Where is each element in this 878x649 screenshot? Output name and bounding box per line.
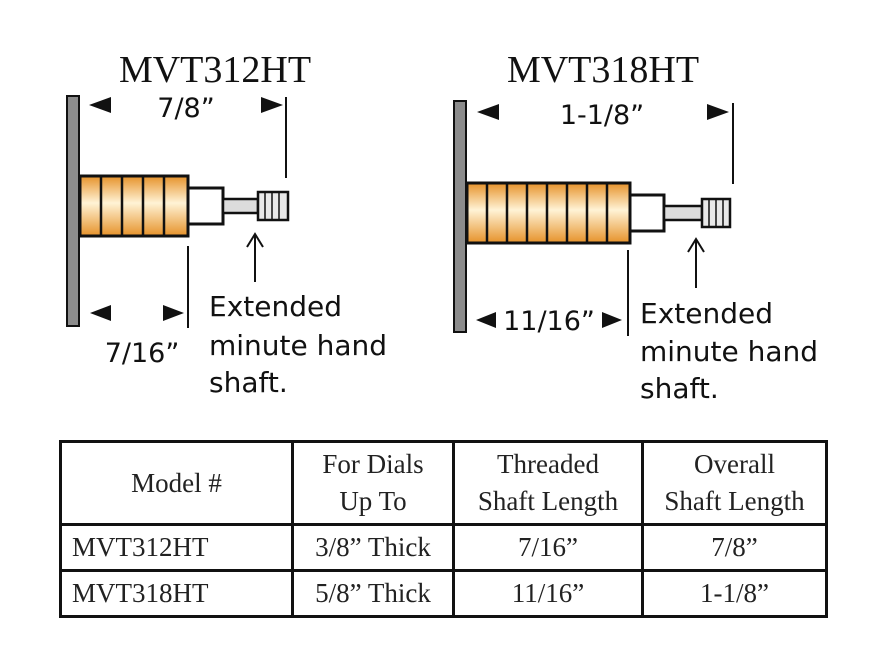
arrow-left-icon	[90, 305, 111, 321]
arrow-right-icon	[707, 104, 729, 120]
header-threaded-length: Threaded Shaft Length	[452, 440, 644, 526]
arrow-left-icon	[477, 104, 499, 120]
callout-line-1: Extended	[209, 290, 342, 323]
arrow-left-icon	[476, 312, 496, 328]
header-text: For Dials	[322, 449, 424, 479]
hour-hand-sleeve	[186, 186, 225, 226]
knurled-tip	[700, 197, 732, 229]
header-text: Model #	[131, 467, 222, 498]
threaded-shaft	[465, 181, 632, 245]
header-dial-thickness: For Dials Up To	[291, 440, 455, 526]
cell-threaded-length: 7/16”	[452, 523, 644, 572]
header-text: Overall	[694, 449, 775, 479]
arrow-right-icon	[163, 305, 184, 321]
overall-length-label: 7/8”	[157, 93, 214, 124]
extended-shaft-callout: Extended minute hand shaft.	[640, 237, 818, 405]
arrow-up-icon	[246, 232, 264, 248]
overall-length-dimension: 7/8”	[89, 93, 287, 178]
threaded-length-label: 11/16”	[503, 306, 595, 337]
minute-shaft	[662, 204, 704, 222]
cell-overall-length: 7/8”	[641, 523, 828, 572]
table-row: MVT318HT 5/8” Thick 11/16” 1-1/8”	[59, 569, 828, 618]
diagram-mvt318ht: MVT318HT 1-1/8”	[453, 49, 818, 405]
cell-threaded-length: 11/16”	[452, 569, 644, 618]
dial-plate	[453, 100, 467, 333]
movement-diagrams: MVT312HT 7/8”	[66, 49, 818, 405]
callout-line-1: Extended	[640, 297, 773, 330]
header-model: Model #	[59, 440, 294, 526]
dial-plate	[66, 95, 80, 327]
spec-table: Model # For Dials Up To Threaded Shaft L…	[59, 440, 828, 618]
threaded-shaft	[78, 174, 190, 238]
cell-dial-thickness: 5/8” Thick	[291, 569, 455, 618]
header-text: Up To	[339, 486, 407, 516]
minute-shaft	[221, 197, 260, 215]
callout-line-2: minute hand	[640, 335, 818, 368]
header-text: Shaft Length	[664, 486, 805, 516]
hour-hand-sleeve	[628, 193, 666, 233]
header-overall-length: Overall Shaft Length	[641, 440, 828, 526]
cell-model: MVT312HT	[59, 523, 294, 572]
arrow-left-icon	[89, 97, 111, 113]
diagram-title: MVT312HT	[119, 49, 311, 91]
diagram-mvt312ht: MVT312HT 7/8”	[66, 49, 387, 399]
overall-length-dimension: 1-1/8”	[477, 100, 734, 184]
cell-overall-length: 1-1/8”	[641, 569, 828, 618]
cell-model: MVT318HT	[59, 569, 294, 618]
table-header-row: Model # For Dials Up To Threaded Shaft L…	[59, 440, 828, 526]
header-text: Shaft Length	[477, 486, 619, 516]
callout-line-2: minute hand	[209, 329, 387, 362]
cell-dial-thickness: 3/8” Thick	[291, 523, 455, 572]
arrow-right-icon	[261, 97, 283, 113]
diagram-title: MVT318HT	[507, 49, 699, 91]
knurled-tip	[256, 190, 290, 222]
arrow-up-icon	[687, 237, 705, 253]
callout-line-3: shaft.	[209, 366, 288, 399]
arrow-right-icon	[602, 312, 622, 328]
callout-line-3: shaft.	[640, 372, 719, 405]
threaded-length-dimension: 11/16”	[476, 250, 629, 337]
extended-shaft-callout: Extended minute hand shaft.	[209, 232, 387, 399]
overall-length-label: 1-1/8”	[560, 100, 644, 131]
threaded-length-dimension: 7/16”	[90, 246, 189, 369]
header-text: Threaded	[497, 449, 599, 479]
threaded-length-label: 7/16”	[105, 338, 180, 369]
table-row: MVT312HT 3/8” Thick 7/16” 7/8”	[59, 523, 828, 572]
